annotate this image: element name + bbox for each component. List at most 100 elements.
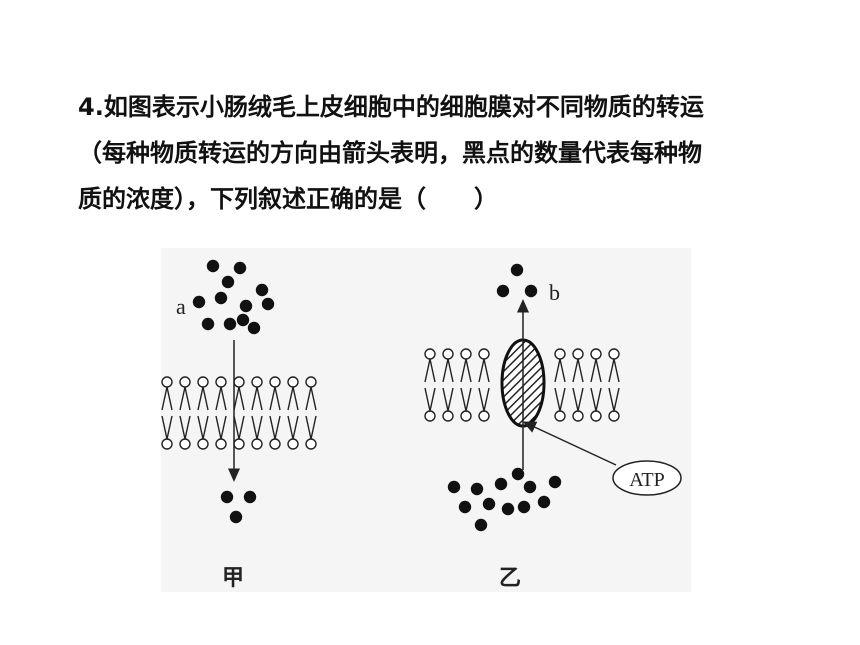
lipid-tail <box>595 358 602 383</box>
lipid-tail <box>305 415 312 440</box>
lipid-head <box>233 438 245 450</box>
lipid-tail <box>465 387 472 412</box>
lipid-tail <box>287 386 294 411</box>
right-panel-caption: 乙 <box>499 566 521 591</box>
substance-a-low-concentration <box>220 490 257 524</box>
lipid-tail <box>572 358 579 383</box>
lipid-head <box>424 410 436 422</box>
lipid-tail <box>292 386 299 411</box>
particle-dot <box>239 299 253 313</box>
lipid-head <box>161 438 173 450</box>
particle-dot <box>458 500 472 514</box>
lipid-tail <box>269 415 276 440</box>
lipid-tail <box>269 386 276 411</box>
particle-dot <box>496 284 510 298</box>
particle-dot <box>247 321 261 335</box>
left-panel-passive-diffusion: a 甲 <box>161 259 317 591</box>
lipid-tail <box>447 358 454 383</box>
particle-dot <box>524 284 538 298</box>
lipid-tail <box>220 386 227 411</box>
atp-arrow <box>522 421 617 466</box>
lipid-tail <box>478 358 485 383</box>
question-line-1: 4.如图表示小肠绒毛上皮细胞中的细胞膜对不同物质的转运 <box>78 93 704 121</box>
lipid-head <box>215 376 227 388</box>
lipid-head <box>478 348 490 360</box>
lipid-head <box>197 438 209 450</box>
lipid-tail <box>251 415 258 440</box>
lipid-tail <box>590 387 597 412</box>
particle-dot <box>482 497 496 511</box>
lipid-tail <box>184 386 191 411</box>
lipid-tail <box>166 415 173 440</box>
atp-ellipse <box>612 460 682 496</box>
particle-dot <box>494 477 508 491</box>
lipid-tail <box>577 387 584 412</box>
substance-b-label: b <box>549 280 560 305</box>
particle-dot <box>501 502 515 516</box>
lipid-tail <box>197 415 204 440</box>
lipid-tail <box>215 386 222 411</box>
lipid-tail <box>274 415 281 440</box>
lipid-tail <box>310 386 317 411</box>
lipid-tail <box>559 358 566 383</box>
lipid-tail <box>251 386 258 411</box>
lipid-tail <box>166 386 173 411</box>
lipid-tail <box>595 387 602 412</box>
lipid-head <box>251 376 263 388</box>
lipid-head <box>269 438 281 450</box>
lipid-tail <box>554 387 561 412</box>
lipid-tail <box>447 387 454 412</box>
particle-dot <box>223 317 237 331</box>
right-panel-active-transport: b ATP 乙 <box>424 263 682 591</box>
question-line-3: 质的浓度），下列叙述正确的是（ ） <box>78 185 498 213</box>
particle-dot <box>243 490 257 504</box>
particle-dot <box>221 275 235 289</box>
lipid-head <box>590 348 602 360</box>
lipid-head <box>161 376 173 388</box>
lipid-tail <box>179 415 186 440</box>
lipid-head <box>442 410 454 422</box>
lipid-head <box>287 438 299 450</box>
lipid-tail <box>442 387 449 412</box>
particle-dot <box>523 480 537 494</box>
lipid-tail <box>429 358 436 383</box>
particle-dot <box>510 263 524 277</box>
lipid-tail <box>590 358 597 383</box>
lipid-tail <box>179 386 186 411</box>
lipid-tail <box>238 386 245 411</box>
lipid-tail <box>233 386 240 411</box>
particle-dot <box>233 261 247 275</box>
lipid-tail <box>608 387 615 412</box>
lipid-tail <box>215 415 222 440</box>
particle-dot <box>517 500 531 514</box>
particle-dot <box>214 291 228 305</box>
particle-dot <box>229 510 243 524</box>
lipid-head <box>269 376 281 388</box>
lipid-tail <box>305 386 312 411</box>
particle-dot <box>537 495 551 509</box>
lipid-tail <box>442 358 449 383</box>
lipid-head <box>572 410 584 422</box>
lipid-tail <box>292 415 299 440</box>
lipid-tail <box>608 358 615 383</box>
lipid-tail <box>559 387 566 412</box>
particle-dot <box>201 317 215 331</box>
lipid-tail <box>424 387 431 412</box>
question-line-2: （每种物质转运的方向由箭头表明，黑点的数量代表每种物 <box>78 139 702 167</box>
lipid-head <box>554 410 566 422</box>
lipid-head <box>197 376 209 388</box>
lipid-tail <box>554 358 561 383</box>
lipid-tail <box>233 415 240 440</box>
substance-b-low-concentration <box>496 263 538 298</box>
lipid-head <box>305 376 317 388</box>
particle-dot <box>511 467 525 481</box>
lipid-tail <box>197 386 204 411</box>
lipid-head <box>478 410 490 422</box>
lipid-tail <box>483 387 490 412</box>
substance-b-high-concentration <box>447 467 562 532</box>
lipid-tail <box>256 415 263 440</box>
lipid-head <box>608 348 620 360</box>
lipid-tail <box>460 358 467 383</box>
lipid-head <box>287 376 299 388</box>
